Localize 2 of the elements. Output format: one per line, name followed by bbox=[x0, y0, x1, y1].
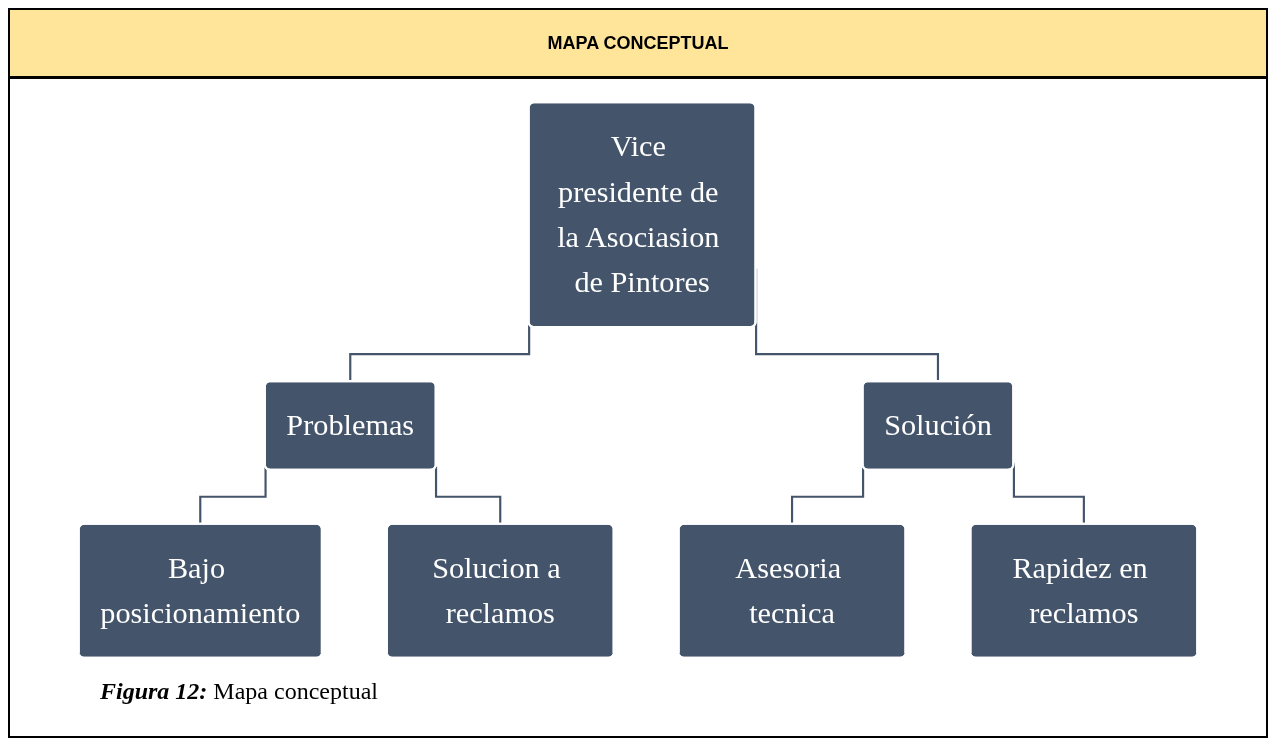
title-banner: MAPA CONCEPTUAL bbox=[10, 10, 1266, 79]
figure-caption: Figura 12: Mapa conceptual bbox=[100, 678, 378, 705]
